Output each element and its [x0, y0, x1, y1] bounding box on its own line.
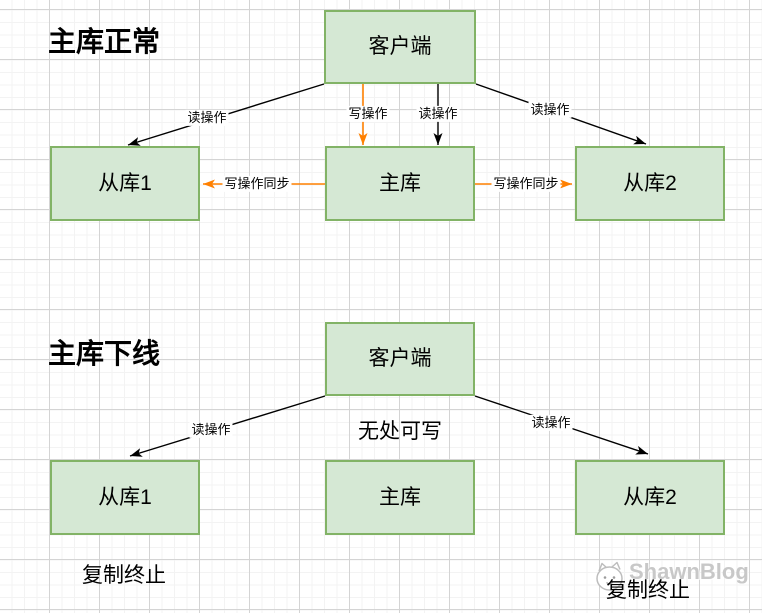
edge-label-read-right-normal: 读操作	[528, 101, 572, 119]
node-slave1-offline: 从库1	[50, 460, 200, 535]
node-slave2-normal: 从库2	[575, 146, 725, 221]
node-slave2-normal-label: 从库2	[623, 171, 677, 195]
section-title-offline: 主库下线	[48, 338, 161, 369]
edge-label-read-mid-normal: 读操作	[416, 105, 460, 123]
node-client-normal-label: 客户端	[368, 35, 432, 59]
section-title-normal: 主库正常	[48, 26, 161, 57]
node-master-normal-label: 主库	[379, 171, 421, 195]
node-master-offline-label: 主库	[379, 485, 421, 509]
note-replication-stopped-right: 复制终止	[606, 579, 690, 602]
node-slave2-offline: 从库2	[575, 460, 725, 535]
node-slave1-offline-label: 从库1	[98, 485, 152, 509]
watermark-text: ShawnBlog	[629, 559, 749, 584]
note-replication-stopped-left: 复制终止	[82, 564, 166, 587]
edge-label-write-normal: 写操作	[346, 105, 390, 123]
node-slave1-normal: 从库1	[50, 146, 200, 221]
node-slave1-normal-label: 从库1	[98, 171, 152, 195]
node-client-offline: 客户端	[325, 322, 475, 396]
node-client-offline-label: 客户端	[368, 347, 432, 371]
node-master-normal: 主库	[325, 146, 475, 221]
edge-label-read-left-offline: 读操作	[189, 421, 233, 439]
edge-label-read-left-normal: 读操作	[185, 109, 229, 127]
node-client-normal: 客户端	[324, 10, 476, 84]
note-nowhere-to-write: 无处可写	[358, 420, 442, 443]
node-slave2-offline-label: 从库2	[623, 485, 677, 509]
node-master-offline: 主库	[325, 460, 475, 535]
cat-logo-icon	[594, 561, 626, 598]
watermark: ShawnBlog	[594, 559, 749, 598]
edge-label-sync-left-normal: 写操作同步	[222, 175, 292, 193]
edge-label-sync-right-normal: 写操作同步	[491, 175, 561, 193]
edge-label-read-right-offline: 读操作	[529, 414, 573, 432]
